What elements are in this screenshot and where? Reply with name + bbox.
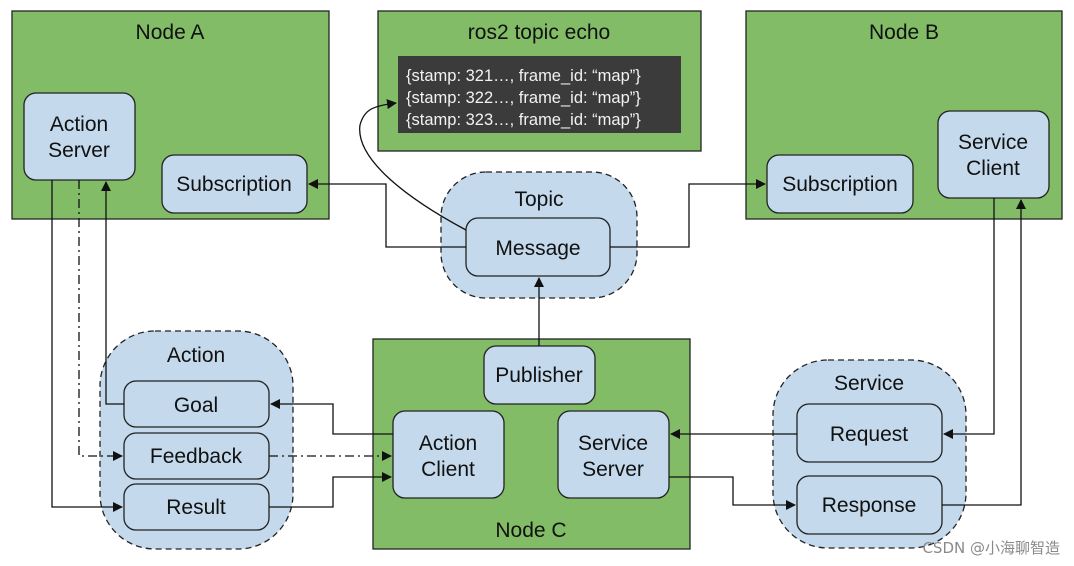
action-server-label-1: Action <box>50 113 108 136</box>
action-server-label-2: Server <box>48 139 110 162</box>
action-server-box: Action Server <box>23 92 136 181</box>
service-title: Service <box>834 372 904 395</box>
topic-title: Topic <box>514 188 563 211</box>
message-to-echo-arrow <box>359 99 467 231</box>
watermark: CSDN @小海聊智造 <box>922 539 1060 557</box>
response-box: Response <box>796 475 943 535</box>
service-server-box: Service Server <box>557 410 670 499</box>
message-to-subscription-a-arrow <box>308 179 466 248</box>
result-box: Result <box>123 483 270 531</box>
subscription-b-box: Subscription <box>766 154 914 214</box>
action-client-label-1: Action <box>419 432 477 455</box>
request-box: Request <box>796 403 943 463</box>
service-client-to-request-arrow <box>943 198 995 439</box>
terminal-line: {stamp: 322…, frame_id: “map”} <box>406 89 641 107</box>
message-box: Message <box>465 217 611 277</box>
service-client-box: Service Client <box>937 110 1050 199</box>
echo-title: ros2 topic echo <box>468 21 610 44</box>
service-server-label-1: Service <box>578 432 648 455</box>
action-server-to-result-arrow <box>51 180 123 512</box>
terminal-line: {stamp: 323…, frame_id: “map”} <box>406 111 641 129</box>
service-server-label-2: Server <box>582 458 644 481</box>
feedback-label: Feedback <box>150 445 243 468</box>
publisher-box: Publisher <box>483 345 596 405</box>
node-b-title: Node B <box>869 21 939 44</box>
request-label: Request <box>830 423 908 446</box>
publisher-label: Publisher <box>495 364 583 387</box>
result-to-action-client-arrow <box>269 472 392 508</box>
result-label: Result <box>166 496 226 519</box>
response-to-service-client-arrow <box>942 199 1026 506</box>
node-echo: ros2 topic echo {stamp: 321…, frame_id: … <box>377 10 702 152</box>
terminal-output <box>398 56 681 133</box>
feedback-box: Feedback <box>123 432 270 480</box>
action-server-to-feedback-arrow <box>78 180 123 461</box>
action-client-to-goal-arrow <box>270 399 393 435</box>
node-a-title: Node A <box>136 21 205 44</box>
action-client-label-2: Client <box>421 458 475 481</box>
message-label: Message <box>495 237 580 260</box>
goal-to-action-server-arrow <box>101 181 124 405</box>
action-client-box: Action Client <box>392 410 505 499</box>
service-server-to-response-arrow <box>669 476 796 510</box>
subscription-a-box: Subscription <box>161 154 308 214</box>
goal-box: Goal <box>123 380 270 428</box>
service-client-label-1: Service <box>958 131 1028 154</box>
action-title: Action <box>167 344 225 367</box>
subscription-b-label: Subscription <box>782 173 898 196</box>
terminal-line: {stamp: 321…, frame_id: “map”} <box>406 67 641 85</box>
response-label: Response <box>822 494 917 517</box>
message-to-subscription-b-arrow <box>610 179 766 248</box>
node-c-title: Node C <box>495 519 566 542</box>
subscription-a-label: Subscription <box>176 173 292 196</box>
service-client-label-2: Client <box>966 157 1020 180</box>
goal-label: Goal <box>174 394 218 417</box>
